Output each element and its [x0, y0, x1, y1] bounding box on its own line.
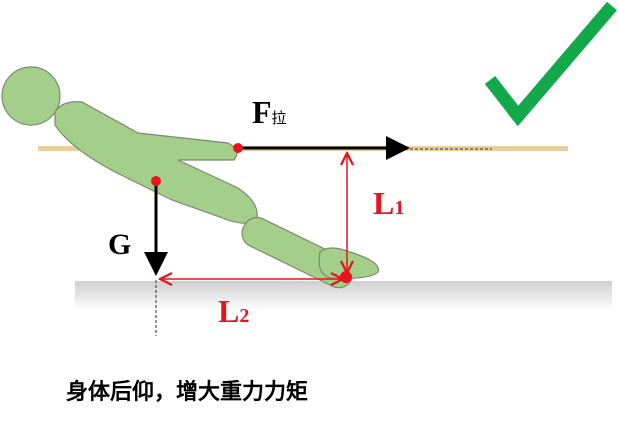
pivot-point — [340, 271, 352, 283]
gravity-label: G — [108, 228, 132, 261]
caption: 身体后仰，增大重力力矩 — [66, 380, 309, 405]
l2-symbol: L — [218, 293, 240, 329]
pull-force-subscript: 拉 — [271, 111, 287, 127]
pull-force-label: F拉 — [252, 94, 287, 131]
l2-label: L2 — [218, 293, 249, 330]
hand-point — [233, 143, 243, 153]
l1-label: L1 — [373, 185, 404, 222]
l1-subscript: 1 — [394, 197, 405, 219]
checkmark-icon — [484, 1, 617, 127]
center-of-gravity-point — [151, 176, 161, 186]
person-figure — [1, 66, 380, 289]
l2-subscript: 2 — [239, 305, 250, 327]
pull-force-symbol: F — [252, 94, 272, 130]
l1-symbol: L — [373, 185, 395, 221]
